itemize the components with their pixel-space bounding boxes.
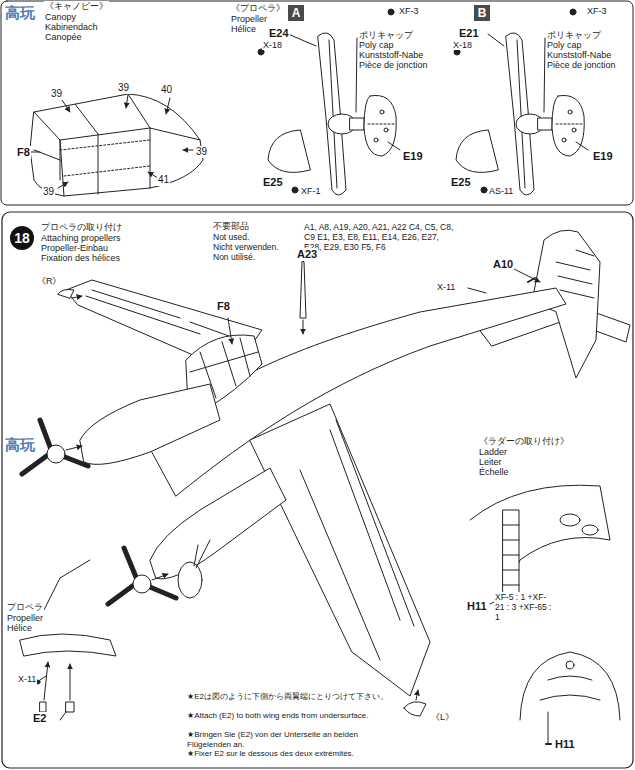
assembly-note: ★Attach (E2) to both wing ends from unde…: [186, 711, 403, 721]
unused-heading: Nicht verwenden.: [212, 243, 280, 253]
callout-number: 41: [157, 174, 170, 186]
canopy-drawing: [30, 94, 203, 196]
paint-code: XF-1: [300, 186, 322, 196]
part-note: ポリキャップ: [546, 30, 602, 40]
part-number: A23: [296, 248, 318, 261]
part-note: Kunststoff-Nabe: [546, 50, 612, 60]
step-title: Attaching propellers: [40, 233, 122, 243]
part-number: H11: [554, 738, 576, 751]
section-title: Hélice: [230, 24, 257, 34]
unused-parts-list: A1, A8, A19, A20, A21, A22 C4, C5, C8, C…: [303, 222, 455, 252]
part-number: E21: [458, 27, 480, 40]
watermark: 高玩: [4, 4, 36, 21]
callout-number: 39: [50, 88, 63, 100]
part-number: F8: [16, 146, 31, 159]
side-mark: 《R》: [36, 276, 63, 286]
unused-heading: Not used.: [212, 233, 250, 243]
section-title: 《キャノピー》: [44, 1, 109, 11]
assembly-note: ★E2は図のように下側から両翼端にとりつけて下さい。: [186, 692, 403, 702]
paint-code: XF-3: [398, 6, 420, 16]
sub-title: 《ラダーの取り付け》: [478, 436, 570, 446]
part-number: A10: [492, 258, 514, 271]
part-number: E24: [268, 27, 290, 40]
part-number: F8: [216, 300, 231, 313]
paint-code: X-11: [17, 674, 37, 684]
node-text: B: [478, 7, 487, 19]
step-number-badge: 18: [10, 226, 34, 250]
part-note: Pièce de jonction: [546, 60, 617, 70]
section-title: Propeller: [230, 14, 268, 24]
unused-heading: 不要部品: [212, 222, 250, 232]
unused-heading: Non utilisé.: [212, 253, 256, 263]
part-note: Poly cap: [358, 40, 395, 50]
part-number: E25: [262, 176, 284, 189]
section-title: Canopée: [44, 32, 83, 42]
version-box: B: [474, 5, 490, 21]
assembly-note: ★Bringen Sie (E2) von der Unterseite an …: [186, 730, 403, 749]
part-note: Poly cap: [546, 40, 583, 50]
paint-code: X-18: [452, 40, 473, 50]
side-mark: 《L》: [430, 712, 455, 722]
node-text: 18: [14, 231, 30, 245]
sub-title: Échelle: [478, 467, 510, 477]
aircraft-drawing: [22, 230, 630, 716]
node-text: A: [292, 7, 301, 19]
fuselage-underside-inset: [520, 652, 620, 744]
callout-number: 39: [42, 186, 55, 198]
part-name: Hélice: [6, 623, 33, 633]
step-title: Fixation des hélices: [40, 253, 121, 263]
callout-number: 39: [117, 82, 130, 94]
paint-mix: XF-5 : 1 +XF-21 : 3 +XF-65 : 1: [494, 592, 556, 622]
paint-code: X-18: [262, 40, 283, 50]
watermark: 高玩: [4, 436, 36, 453]
paint-code: X-11: [436, 282, 456, 292]
assembly-note: ★Fixer E2 sur le dessous des deux extrém…: [186, 749, 403, 759]
part-number: E2: [32, 712, 47, 725]
part-number: E19: [592, 150, 614, 163]
part-number: E19: [402, 150, 424, 163]
part-note: ポリキャップ: [358, 30, 414, 40]
section-title: 《プロペラ》: [230, 3, 286, 13]
section-title: Canopy: [44, 12, 77, 22]
part-number: H11: [466, 600, 488, 613]
part-number: E25: [450, 176, 472, 189]
part-note: Kunststoff-Nabe: [358, 50, 424, 60]
sub-title: Leiter: [478, 457, 503, 467]
callout-number: 40: [160, 84, 173, 96]
paint-code: AS-11: [488, 186, 514, 196]
section-title: Kabinendach: [44, 22, 99, 32]
paint-code: XF-3: [586, 6, 608, 16]
part-name: プロペラ: [6, 602, 44, 612]
part-note: Pièce de jonction: [358, 60, 429, 70]
callout-number: 39: [195, 146, 208, 158]
step-title: Propeller-Einbau: [40, 243, 109, 253]
sub-title: Ladder: [478, 447, 508, 457]
version-box: A: [288, 5, 304, 21]
step-title: プロペラの取り付け: [40, 222, 123, 232]
part-name: Propeller: [6, 613, 44, 623]
